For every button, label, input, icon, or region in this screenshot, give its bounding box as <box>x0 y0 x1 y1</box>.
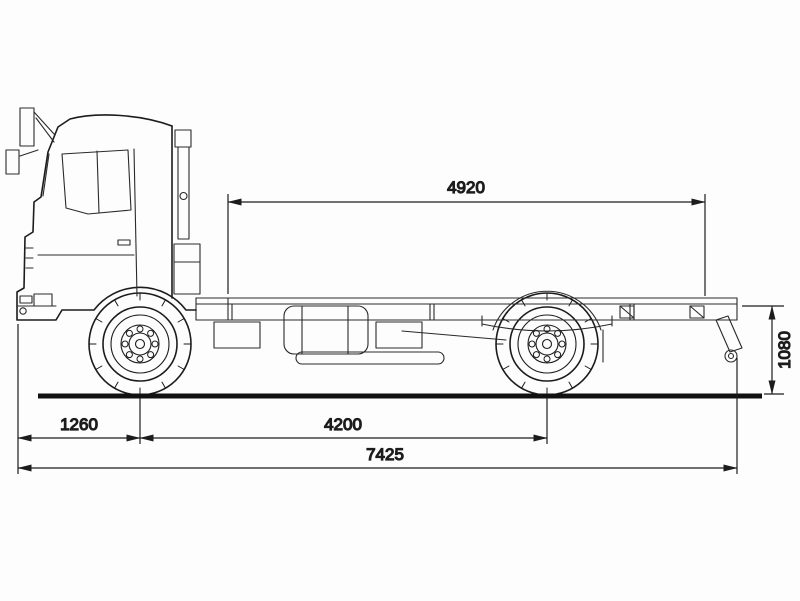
exhaust-stack <box>173 129 201 295</box>
dim-4200: 4200 <box>139 398 548 444</box>
chassis-frame <box>195 297 738 321</box>
truck-drawing <box>5 107 743 396</box>
headlight-icon <box>19 295 33 304</box>
license-plate <box>33 293 53 307</box>
air-tank <box>295 351 445 365</box>
driveline <box>401 315 613 341</box>
dim-7425: 7425 <box>17 358 738 474</box>
dimension-annotations: 4920 1080 1260 4200 7425 <box>17 177 795 474</box>
side-mirror <box>5 107 55 175</box>
cab-door <box>37 148 138 297</box>
front-grille-bumper <box>16 247 57 315</box>
equipment-boxes <box>213 321 445 365</box>
rear-wheel <box>495 292 599 396</box>
dim-1260: 1260 <box>17 324 141 474</box>
dim-4920: 4920 <box>227 177 706 296</box>
dim-4920-label: 4920 <box>447 178 485 197</box>
fog-lamp-icon <box>19 307 27 315</box>
dim-1080-label: 1080 <box>775 331 794 369</box>
dim-4200-label: 4200 <box>324 415 362 434</box>
dim-1080: 1080 <box>742 305 795 395</box>
cab <box>5 107 197 321</box>
dim-1260-label: 1260 <box>60 415 98 434</box>
cab-window <box>61 149 132 215</box>
rear-hitch <box>715 315 743 363</box>
rear-leaf-spring <box>481 323 613 332</box>
rear-mudguard <box>492 290 604 363</box>
fuel-tank <box>283 305 369 355</box>
dim-7425-label: 7425 <box>366 445 404 464</box>
front-wheel <box>88 292 192 396</box>
